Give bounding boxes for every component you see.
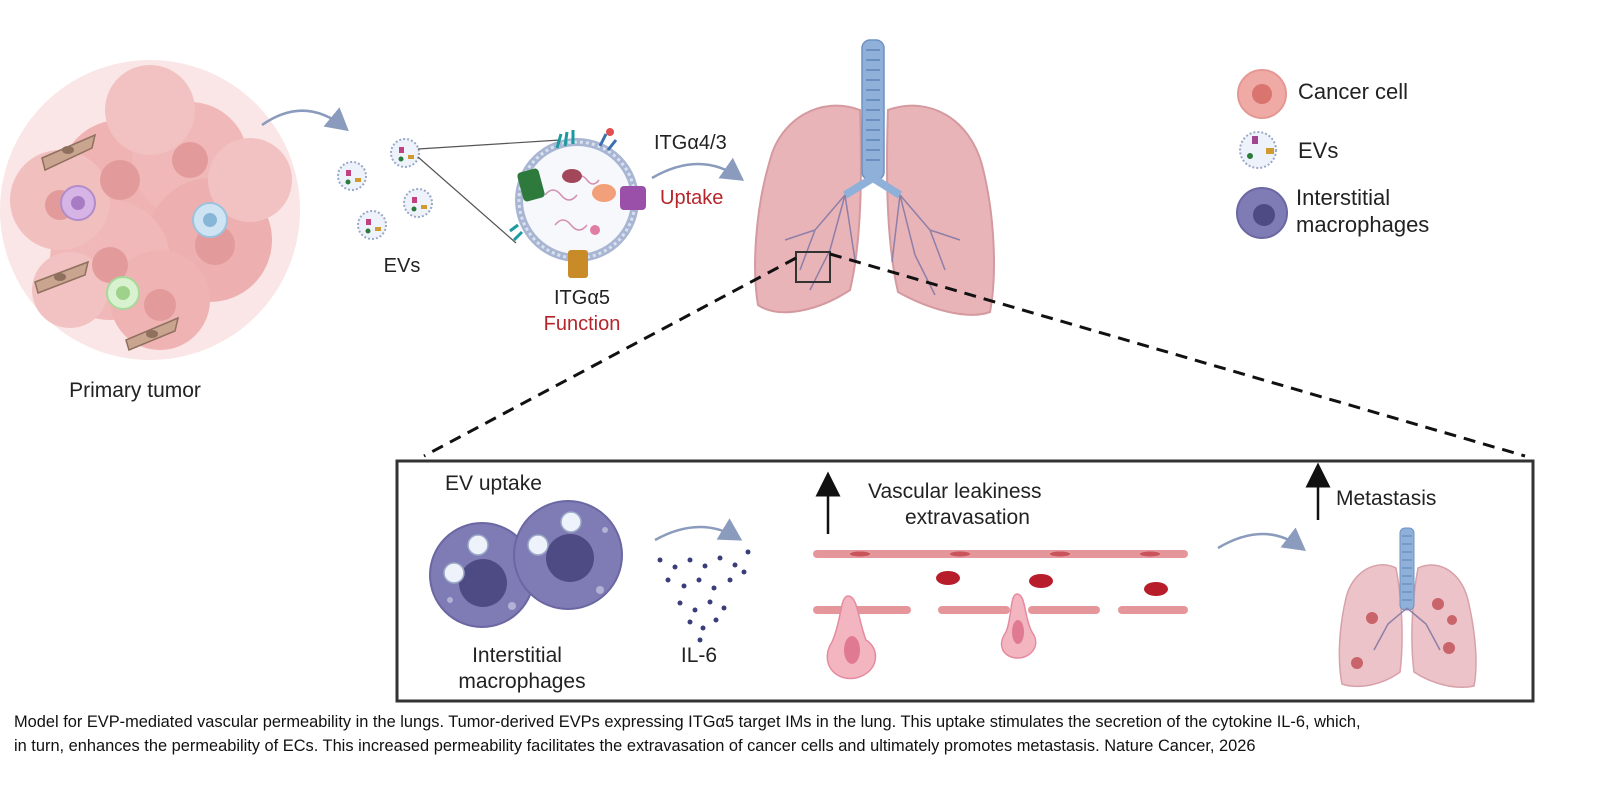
- legend: Cancer cell EVs Interstitial macrophages: [1236, 69, 1429, 239]
- arrow-ev-to-lung: [651, 157, 745, 181]
- legend-item-interstitial-macrophages: Interstitial macrophages: [1236, 185, 1429, 239]
- itga43-label: ITGα4/3: [654, 132, 727, 154]
- legend-item-evs: EVs: [1239, 131, 1338, 169]
- evs-label: EVs: [384, 255, 421, 277]
- interstitial-macrophages-illustration: [429, 500, 623, 628]
- leakiness-line2: extravasation: [905, 506, 1030, 529]
- il6-particles: [657, 549, 751, 643]
- function-label: Function: [544, 313, 621, 335]
- primary-tumor-label: Primary tumor: [69, 379, 201, 402]
- ev-particles: [337, 138, 433, 240]
- figure-caption: Model for EVP-mediated vascular permeabi…: [14, 710, 1589, 758]
- arrow-macrophage-to-il6: [654, 518, 743, 542]
- inset-im-line1: Interstitial: [472, 644, 562, 667]
- metastasis-label: Metastasis: [1336, 487, 1436, 510]
- caption-line-2: in turn, enhances the permeability of EC…: [14, 737, 1256, 755]
- arrow-tumor-to-evs: [261, 107, 349, 132]
- primary-tumor-illustration: [0, 60, 300, 360]
- leakiness-line1: Vascular leakiness: [868, 480, 1042, 503]
- blood-vessel-illustration: [813, 550, 1188, 680]
- il6-label: IL-6: [681, 644, 717, 667]
- legend-im-line1: Interstitial: [1296, 185, 1390, 210]
- metastatic-lungs-illustration: [1338, 527, 1477, 688]
- legend-cancer-cell-label: Cancer cell: [1298, 79, 1408, 104]
- legend-evs-label: EVs: [1298, 138, 1338, 163]
- ev-particle: [357, 210, 387, 240]
- legend-item-cancer-cell: Cancer cell: [1237, 69, 1408, 119]
- ev-uptake-label: EV uptake: [445, 472, 542, 495]
- ev-large-illustration: [509, 128, 646, 278]
- ev-particle: [337, 161, 367, 191]
- ev-particle: [403, 188, 433, 218]
- itga5-label: ITGα5: [554, 287, 610, 309]
- arrow-to-metastasis: [1217, 527, 1306, 552]
- zoom-dashed-right: [829, 252, 1526, 458]
- legend-im-line2: macrophages: [1296, 212, 1429, 237]
- ev-particle: [390, 138, 420, 168]
- zoom-line-top: [417, 139, 561, 150]
- lungs-illustration: [754, 39, 995, 316]
- zoom-line-bottom: [417, 156, 517, 244]
- uptake-label: Uptake: [660, 187, 723, 209]
- caption-line-1: Model for EVP-mediated vascular permeabi…: [14, 713, 1361, 731]
- inset-im-line2: macrophages: [458, 670, 585, 693]
- zoom-dashed-left: [423, 256, 797, 458]
